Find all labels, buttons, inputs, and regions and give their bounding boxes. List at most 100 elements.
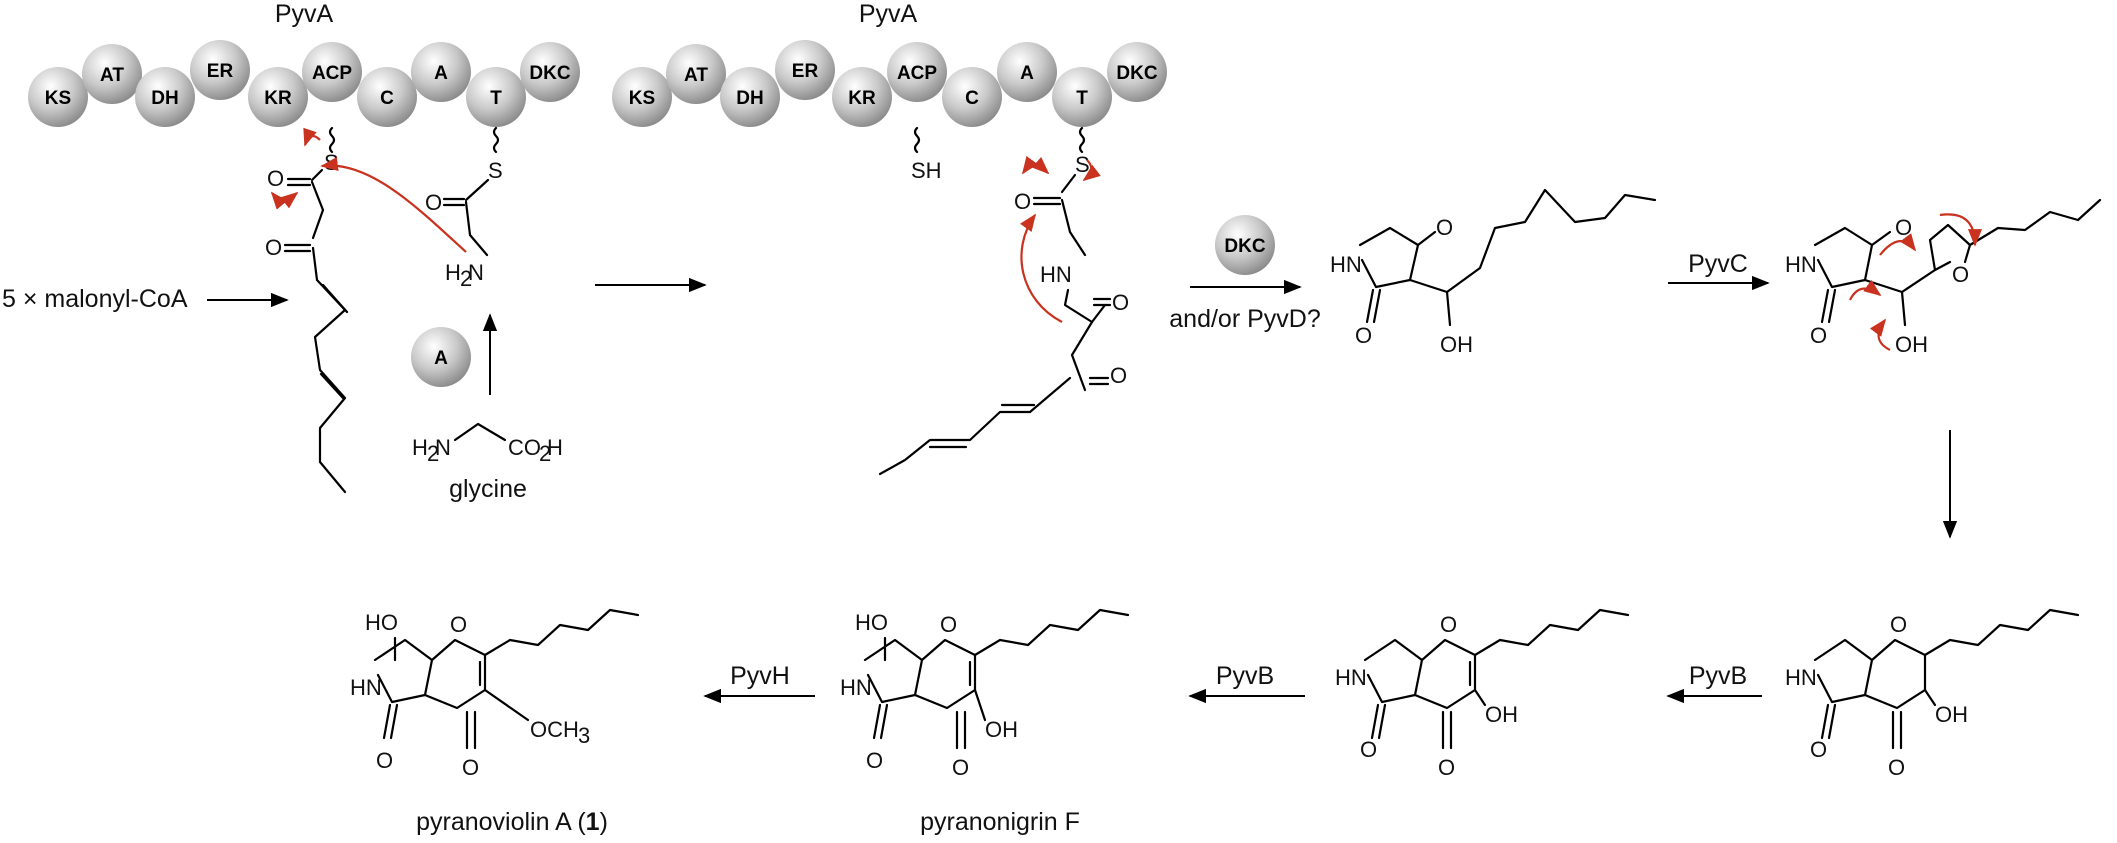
pks-title-2: PyvA [859,0,918,28]
svg-text:O: O [1360,737,1377,762]
pks-nrps-module-2: PyvA KS AT DH ER KR ACP C A T DKC SH S O… [612,0,1167,476]
pks-title-1: PyvA [275,0,334,28]
domain-t: T [466,67,526,127]
domain-at-2: AT [666,44,726,104]
pyranoviolin-a-label: pyranoviolin A (1) [416,808,608,836]
dkc-step-label: and/or PyvD? [1169,305,1320,333]
svg-text:T: T [490,88,502,109]
svg-text:A: A [434,348,448,369]
svg-text:OH: OH [1935,702,1968,727]
svg-text:O: O [450,612,467,637]
svg-text:H: H [412,435,428,460]
svg-text:ER: ER [207,61,234,82]
domain-dkc: DKC [520,42,580,102]
adenylation-enzyme: A [411,327,471,387]
pyvb-step-1: PyvB [1666,662,1762,704]
svg-text:OH: OH [1895,332,1928,357]
svg-text:O: O [425,190,442,215]
svg-text:HN: HN [1785,665,1817,690]
domain-er-2: ER [775,40,835,100]
svg-text:S: S [1075,152,1090,177]
domain-dh-2: DH [720,67,780,127]
svg-text:A: A [434,63,448,84]
svg-text:O: O [1436,215,1453,240]
pyvc-step: PyvC [1668,250,1770,291]
svg-text:3: 3 [578,723,590,748]
pks-nrps-module-1: PyvA KS AT DH ER KR ACP C A T DKC S O O [28,0,580,494]
svg-text:HN: HN [1785,252,1817,277]
domain-kr-2: KR [832,67,892,127]
svg-text:O: O [1888,755,1905,780]
svg-text:OH: OH [1485,702,1518,727]
svg-text:KS: KS [629,88,655,109]
glycine-label: glycine [449,475,527,503]
pyvh-step: PyvH [703,662,815,704]
svg-text:DKC: DKC [529,63,570,84]
svg-text:O: O [1438,755,1455,780]
svg-text:HN: HN [1335,665,1367,690]
svg-text:O: O [952,755,969,780]
glycine-structure: H 2 N CO 2 H glycine [412,422,563,503]
svg-text:ACP: ACP [312,63,352,84]
svg-text:C: C [380,88,394,109]
domain-c: C [357,67,417,127]
starter-label: 5 × malonyl-CoA [2,285,188,313]
svg-text:OH: OH [1440,332,1473,357]
svg-text:O: O [267,166,284,191]
t-bound-intermediate: S O HN O O [878,126,1129,476]
svg-text:A: A [1020,63,1034,84]
svg-text:2: 2 [460,266,472,291]
domain-ks: KS [28,67,88,127]
svg-text:O: O [1952,262,1969,287]
svg-text:O: O [1014,189,1031,214]
pyvc-label: PyvC [1688,250,1748,278]
svg-text:S: S [324,150,339,175]
pyvb-step-2: PyvB [1188,662,1305,704]
domain-dkc-2: DKC [1107,42,1167,102]
pyvb-label-1: PyvB [1689,662,1747,690]
svg-text:HN: HN [840,675,872,700]
dkc-step: DKC and/or PyvD? [1169,215,1321,333]
pyranone-intermediate: HN O O O OH [1335,608,1630,780]
svg-text:O: O [1355,323,1372,348]
svg-text:O: O [866,748,883,773]
domain-kr: KR [248,67,308,127]
svg-text:N: N [435,435,451,460]
svg-text:O: O [940,612,957,637]
svg-text:HN: HN [1330,252,1362,277]
domain-dh: DH [135,67,195,127]
dihydropyranone-intermediate: HN O O O OH [1785,608,2080,780]
svg-text:KS: KS [45,88,71,109]
svg-text:HO: HO [855,610,888,635]
svg-text:O: O [1810,737,1827,762]
tetramic-acid-intermediate: HN O O OH [1330,188,1657,357]
svg-text:O: O [1895,215,1912,240]
acp-free-thiol: SH [911,158,942,183]
svg-text:O: O [1890,612,1907,637]
svg-text:H: H [547,435,563,460]
svg-text:DH: DH [151,88,178,109]
svg-text:O: O [376,748,393,773]
t-bound-glycine: S O H 2 N [320,126,503,291]
svg-text:O: O [265,235,282,260]
dkc-enzyme: DKC [1224,236,1265,257]
svg-text:S: S [488,158,503,183]
svg-text:2: 2 [427,441,439,466]
svg-text:C: C [965,88,979,109]
acp-bound-polyketide: S O O [265,126,349,494]
svg-text:N: N [468,260,484,285]
svg-text:DKC: DKC [1116,63,1157,84]
pyranoviolin-a-structure: HO HN O O O OCH 3 pyranoviolin A (1) [350,608,640,836]
pyranonigrin-f-structure: HO HN O O O OH pyranonigrin F [840,608,1130,836]
domain-a: A [411,42,471,102]
domain-t-2: T [1052,67,1112,127]
svg-text:O: O [1810,323,1827,348]
svg-text:HN: HN [1040,262,1072,287]
domain-acp: ACP [302,42,362,102]
svg-text:CO: CO [508,435,541,460]
svg-text:O: O [1112,290,1129,315]
domain-ks-2: KS [612,67,672,127]
svg-text:KR: KR [264,88,292,109]
svg-text:HO: HO [365,610,398,635]
